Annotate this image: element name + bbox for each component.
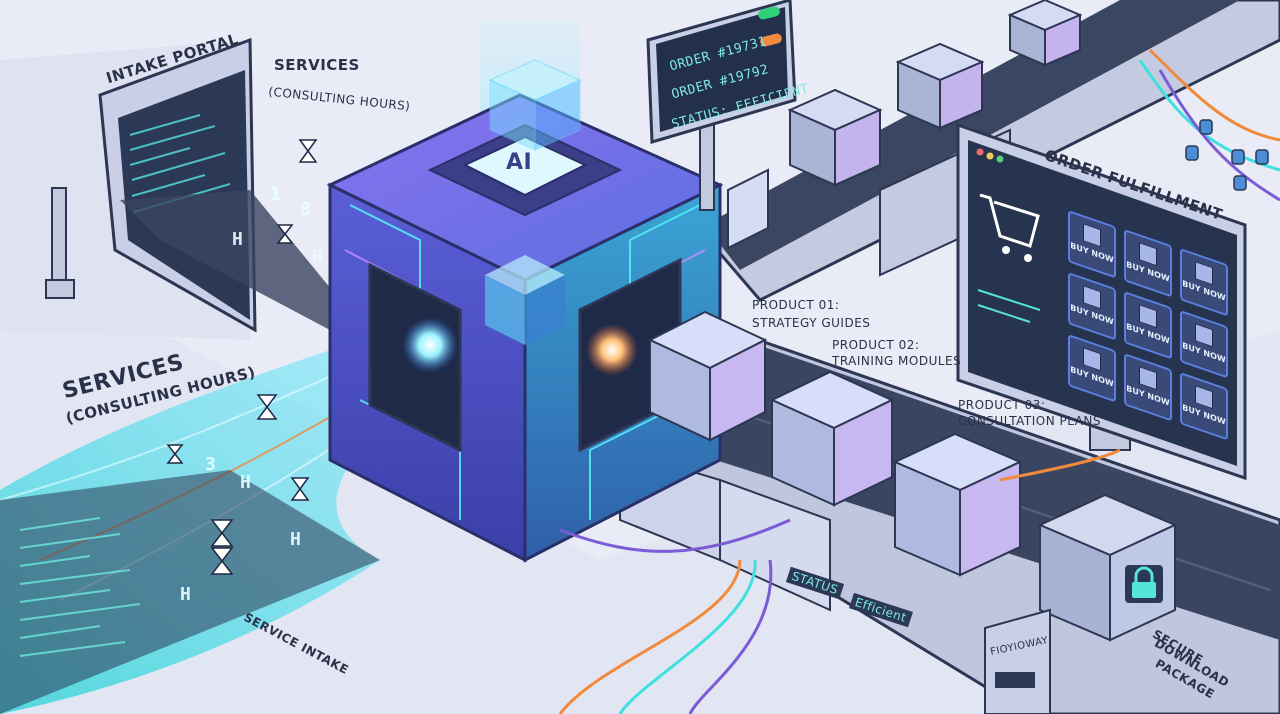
box-icon [1195,385,1213,410]
svg-text:8: 8 [300,199,311,220]
conveyor-boxes-upper [727,0,1083,250]
box-icon [1139,242,1157,267]
intake-portal [0,37,340,340]
product-3-id: PRODUCT 03: [958,398,1046,412]
cables [558,48,1280,714]
server-nodes [1185,119,1269,191]
ai-chip-label: AI [506,150,533,175]
product-1-id: PRODUCT 01: [752,298,840,312]
product-2-id: PRODUCT 02: [832,338,920,352]
svg-text:1: 1 [270,184,281,205]
box-icon [1139,366,1157,391]
product-cubes [647,310,1178,642]
svg-text:H: H [240,472,251,493]
box-icon [1195,261,1213,286]
svg-text:H: H [312,246,323,267]
services-title: SERVICES [274,56,360,74]
order-board [646,0,797,211]
box-icon [1139,304,1157,329]
product-3-name: CONSULTATION PLANS [958,414,1102,428]
svg-text:H: H [290,529,301,550]
ai-core-cube [326,20,724,563]
svg-text:3: 3 [205,454,216,475]
box-icon [1083,347,1101,372]
data-gate [984,608,1051,714]
box-icon [1083,285,1101,310]
box-icon [1083,223,1101,248]
svg-text:H: H [180,584,191,605]
product-2-name: TRAINING MODULES [832,354,962,368]
product-1-name: STRATEGY GUIDES [752,316,871,330]
svg-text:H: H [232,229,243,250]
box-icon [1195,323,1213,348]
